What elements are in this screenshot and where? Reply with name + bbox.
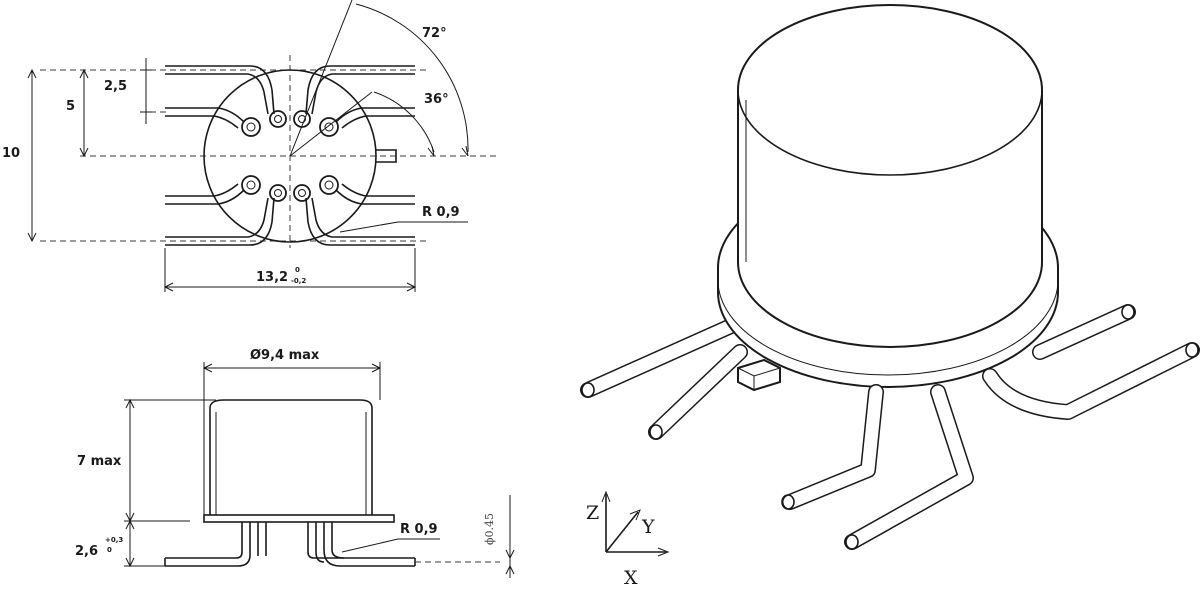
dim-lead-tol-lower: -0,2	[291, 277, 306, 285]
iso-lead-front-left	[648, 344, 748, 440]
standoff-tol-upper: +0,3	[105, 536, 123, 544]
dim-half-row: 5	[66, 99, 75, 114]
height-label: 7 max	[77, 454, 122, 469]
standoff-tol-lower: 0	[107, 546, 112, 554]
iso-lead-back-right	[1032, 304, 1136, 360]
lead-diameter-label: ϕ0.45	[483, 513, 496, 545]
dim-pin-pitch: 2,5	[104, 79, 127, 94]
iso-lead-front-right	[982, 342, 1200, 420]
iso-lead-back-left	[580, 314, 748, 398]
isometric-view	[580, 4, 1200, 550]
side-view: Ø9,4 max 7 max 2,6 +0,3 0 R 0,9 ϕ0.45	[75, 348, 515, 578]
axis-z-label: Z	[586, 502, 599, 524]
orientation-tab	[376, 149, 397, 163]
iso-lead-front-mid-1	[781, 384, 884, 510]
bend-radius-side: R 0,9	[400, 522, 438, 537]
angle-inner: 36°	[424, 92, 449, 107]
bend-radius-top: R 0,9	[422, 205, 460, 220]
flange	[203, 514, 395, 523]
iso-lead-front-mid-2	[844, 384, 974, 550]
dim-lead-tol-upper: 0	[295, 266, 300, 274]
standoff-label: 2,6	[75, 544, 98, 559]
axis-triad: Z Y X	[586, 490, 670, 589]
iso-tab	[737, 358, 781, 392]
top-view: 2,5 5 10 72° 36° R 0,9 13,2 0 -0,2	[2, 0, 500, 292]
iso-can	[737, 4, 1043, 348]
axis-y-label: Y	[641, 516, 655, 538]
can-outline	[209, 399, 373, 515]
diameter-label: Ø9,4 max	[250, 348, 320, 363]
package-outline	[203, 69, 377, 243]
axis-x-label: X	[624, 567, 638, 589]
dim-row-span: 10	[2, 146, 20, 161]
dim-lead-length: 13,2	[256, 270, 288, 285]
angle-outer: 72°	[422, 26, 447, 41]
